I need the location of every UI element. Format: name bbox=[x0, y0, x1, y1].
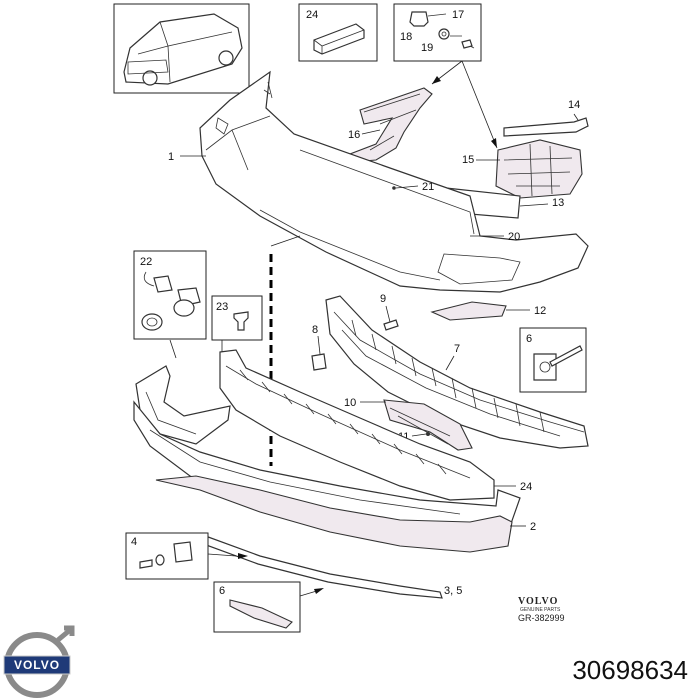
callout-14: 14 bbox=[568, 99, 580, 111]
callout-22: 22 bbox=[140, 256, 152, 268]
callout-21: 21 bbox=[422, 181, 434, 193]
callout-15: 15 bbox=[462, 154, 474, 166]
part-14-strip: 14 bbox=[503, 99, 589, 137]
callout-3-5: 3, 5 bbox=[444, 585, 462, 597]
lower-bumper-cover bbox=[133, 400, 521, 541]
volvo-wordmark: VOLVO bbox=[518, 596, 559, 607]
callout-19: 19 bbox=[421, 42, 433, 54]
volvo-logo: VOLVO bbox=[3, 625, 75, 698]
callout-9: 9 bbox=[380, 293, 386, 305]
part-9-pin: 9 bbox=[380, 293, 399, 331]
part-24-reinforcement: 24 bbox=[219, 349, 532, 501]
part-12-reflector: 12 bbox=[430, 301, 546, 321]
part-15-bracket: 15 bbox=[462, 139, 583, 199]
callout-16: 16 bbox=[348, 129, 360, 141]
arrow-heads bbox=[432, 76, 497, 148]
callout-2: 2 bbox=[530, 521, 536, 533]
callout-20: 20 bbox=[508, 231, 520, 243]
part-1-bumper-cover: 1 21 20 bbox=[168, 70, 589, 293]
car-thumbnail bbox=[113, 3, 250, 94]
box-6-right: 6 bbox=[519, 327, 587, 393]
callout-8: 8 bbox=[312, 324, 318, 336]
drawing-id: GR-382999 bbox=[518, 613, 565, 623]
logo-text: VOLVO bbox=[14, 658, 60, 672]
callout-1: 1 bbox=[168, 151, 174, 163]
box-23-clip: 23 bbox=[211, 295, 263, 372]
part-number: 30698634 bbox=[572, 655, 688, 685]
box-24-top: 24 bbox=[298, 3, 378, 62]
part-2-spoiler: 2 bbox=[155, 475, 536, 553]
box-17-19: 17 18 19 bbox=[393, 3, 482, 62]
box-4-screws: 4 bbox=[125, 532, 248, 580]
box-6-lower: 6 bbox=[213, 581, 324, 633]
callout-10: 10 bbox=[344, 397, 356, 409]
callout-6-right: 6 bbox=[526, 333, 532, 345]
callout-24-top: 24 bbox=[306, 9, 318, 21]
box-17-19-arrow-lines bbox=[431, 60, 498, 149]
callout-6-lower: 6 bbox=[219, 585, 225, 597]
part-8-clip: 8 bbox=[311, 324, 327, 371]
part-16-bracket: 16 bbox=[348, 87, 433, 163]
callout-4: 4 bbox=[131, 536, 137, 548]
callout-17: 17 bbox=[452, 9, 464, 21]
volvo-subtitle: GENUINE PARTS bbox=[520, 607, 561, 613]
part-7-carrier: 7 bbox=[325, 295, 589, 449]
box-22-sensor: 22 bbox=[133, 250, 207, 359]
callout-7: 7 bbox=[454, 343, 460, 355]
callout-12: 12 bbox=[534, 305, 546, 317]
callout-13: 13 bbox=[552, 197, 564, 209]
callout-18: 18 bbox=[400, 31, 412, 43]
callout-24-lower: 24 bbox=[520, 481, 532, 493]
callout-23: 23 bbox=[216, 301, 228, 313]
